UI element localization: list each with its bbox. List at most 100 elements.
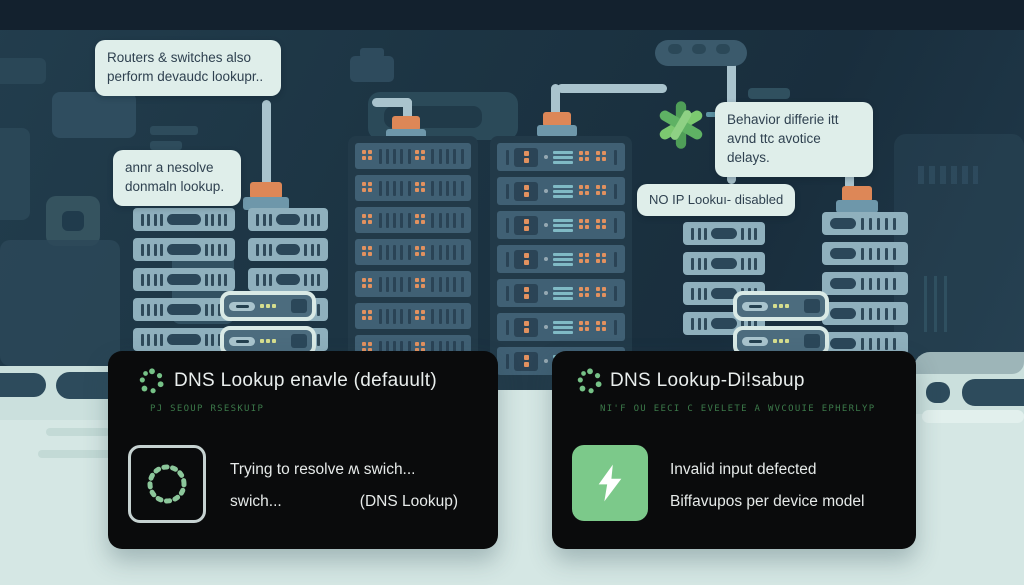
vent-slat (704, 317, 708, 330)
vent-slat (877, 307, 880, 320)
vent-slat (385, 308, 389, 324)
vent-slat (385, 340, 389, 356)
led-dot (368, 284, 373, 288)
led-dot (272, 304, 276, 308)
led-cluster (596, 321, 608, 333)
switch-unit (822, 272, 908, 295)
vent-slat (310, 243, 314, 256)
highlighted-switch (220, 291, 316, 356)
vent-slat (160, 213, 164, 226)
vent-slat (613, 217, 617, 233)
vent-slat (445, 180, 449, 196)
network-cable (403, 98, 412, 122)
led-dot (602, 191, 606, 195)
top-dark-band (0, 0, 1024, 30)
led-dot (523, 185, 529, 190)
vent-slat (453, 212, 457, 228)
led-dot (421, 188, 426, 192)
vent-slat (217, 243, 221, 256)
indicator-dash (235, 339, 249, 343)
vent-slat (140, 273, 144, 286)
led-dot (415, 156, 420, 160)
vent-slat (160, 243, 164, 256)
status-line (553, 218, 573, 222)
led-dot (523, 260, 529, 265)
vent-slat (505, 183, 509, 199)
decor-pill (0, 373, 46, 397)
loading-ring-frame (128, 445, 206, 523)
handle-band (830, 278, 856, 289)
vent-slat (204, 243, 208, 256)
vent-slat (407, 276, 411, 292)
led-dot (523, 151, 529, 156)
decor-block (0, 58, 46, 84)
led-cluster (578, 321, 591, 333)
led-dot (578, 151, 583, 155)
led-cluster (578, 219, 591, 231)
vent-slat (393, 244, 397, 260)
vent-slat (747, 227, 751, 240)
vent-slat (869, 277, 872, 290)
vent-slat (740, 227, 744, 240)
led-dot (362, 316, 367, 320)
decor-bar (150, 126, 198, 135)
vent-slat (378, 180, 382, 196)
vent-slat (445, 276, 449, 292)
status-lines (553, 150, 573, 164)
vent-slat (885, 247, 888, 260)
decor-shape (579, 385, 586, 392)
status-line (553, 330, 573, 334)
vent-slat (445, 148, 449, 164)
server-unit (497, 313, 625, 341)
decor-pill (962, 379, 1024, 406)
decor-dash (706, 112, 722, 117)
indicator-dash (235, 304, 249, 308)
switch-unit (133, 238, 235, 261)
handle-band (276, 214, 300, 225)
vent-slat (393, 340, 397, 356)
port-block (291, 334, 307, 348)
led-dot (368, 150, 373, 154)
vent-slat (400, 244, 404, 260)
vent-slat (378, 308, 382, 324)
led-cluster (596, 219, 608, 231)
indicator-dot (543, 359, 548, 363)
led-cluster (362, 278, 374, 290)
vent-slat (877, 247, 880, 260)
decor-shape (141, 385, 148, 392)
led-dot (415, 214, 420, 218)
vent-slat (861, 337, 864, 350)
drive-block (514, 283, 538, 303)
vent-slat (400, 180, 404, 196)
led-dot (368, 156, 373, 160)
vent-slat (378, 276, 382, 292)
vent-slat (211, 333, 215, 346)
led-dot (602, 185, 606, 189)
led-dot (596, 225, 600, 229)
led-dot (368, 252, 373, 256)
led-cluster (415, 246, 427, 258)
indicator-dot (543, 291, 548, 295)
cable-connector-icon (250, 182, 282, 199)
led-dot (523, 253, 529, 258)
vent-slat (697, 317, 701, 330)
vent-slat (393, 276, 397, 292)
vent-slat (147, 213, 151, 226)
led-dot (368, 310, 373, 314)
vent-slat (438, 212, 442, 228)
led-dot (421, 214, 426, 218)
power-plug (350, 56, 394, 82)
led-dot (368, 316, 373, 320)
status-line (553, 257, 573, 261)
terminal-message-line1: Trying to resolve ʍ swich... (230, 461, 416, 478)
vent-slat (697, 287, 701, 300)
status-pill (229, 301, 255, 311)
vent-slat (877, 217, 880, 230)
vent-slat (445, 308, 449, 324)
led-dot (362, 252, 367, 256)
vent-slat (460, 340, 464, 356)
led-dot (779, 304, 783, 308)
led-dot (368, 342, 373, 346)
led-cluster (362, 182, 374, 194)
led-dot (362, 310, 367, 314)
